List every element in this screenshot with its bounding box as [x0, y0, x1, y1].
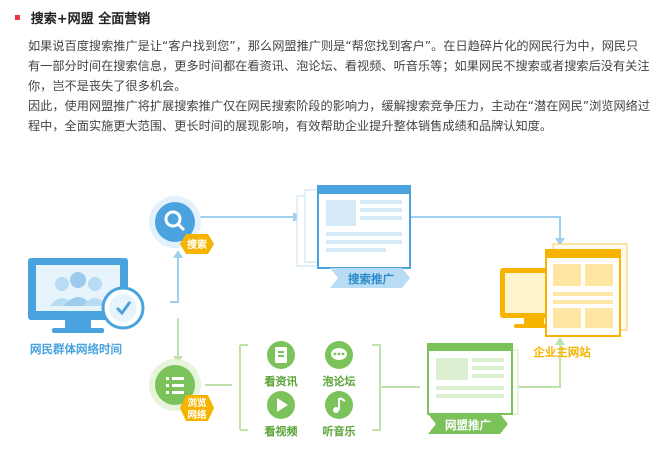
bullet-icon: ▪ — [14, 11, 21, 23]
intro-text: 如果说百度搜索推广是让“客户找到您”，那么网盟推广则是“帮您找到客户”。在日趋碎… — [28, 36, 650, 136]
list-icon — [166, 377, 184, 394]
activity-forum: 泡论坛 — [323, 341, 356, 388]
network-promo-label: 网盟推广 — [445, 418, 491, 432]
enterprise-website-icon — [500, 243, 628, 337]
arrow-up-green-icon — [555, 337, 565, 345]
arrow-down-icon — [555, 238, 565, 246]
browse-tag-line1: 浏览 — [187, 397, 207, 409]
network-promo-ribbon: 网盟推广 — [428, 414, 508, 434]
play-icon — [277, 398, 288, 412]
search-promo-ribbon: 搜索推广 — [330, 268, 410, 288]
clock-icon — [101, 286, 145, 330]
green-connectors — [177, 318, 561, 431]
activity-forum-label: 泡论坛 — [323, 374, 356, 388]
search-node: 搜索 — [149, 196, 214, 254]
arrow-up-icon — [173, 250, 183, 258]
browse-tag-line2: 网络 — [187, 409, 207, 421]
search-promo-documents — [296, 185, 411, 269]
paragraph-1: 如果说百度搜索推广是让“客户找到您”，那么网盟推广则是“帮您找到客户”。在日趋碎… — [28, 39, 650, 93]
search-promo-label: 搜索推广 — [348, 272, 394, 286]
activity-video: 看视频 — [265, 391, 298, 438]
netizen-time-label: 网民群体网络时间 — [30, 342, 122, 356]
activity-news-label: 看资讯 — [265, 374, 298, 388]
music-note-icon — [333, 407, 339, 413]
enterprise-site-label: 企业主网站 — [532, 345, 591, 359]
activity-music-label: 听音乐 — [323, 424, 356, 438]
section-title: 搜索+网盟 全面营销 — [30, 12, 151, 27]
browse-node: 浏览 网络 — [149, 359, 214, 421]
paragraph-2: 因此，使用网盟推广将扩展搜索推广仅在网民搜索阶段的影响力，缓解搜索竞争压力，主动… — [28, 99, 651, 133]
section-header: ▪ 搜索+网盟 全面营销 — [14, 8, 151, 28]
search-tag-label: 搜索 — [187, 238, 207, 251]
blue-connectors — [170, 216, 561, 303]
activity-music: 听音乐 — [323, 391, 356, 438]
activity-video-label: 看视频 — [265, 424, 298, 438]
activity-news: 看资讯 — [265, 341, 298, 388]
network-promo-document — [427, 343, 519, 415]
search-icon — [164, 210, 182, 228]
